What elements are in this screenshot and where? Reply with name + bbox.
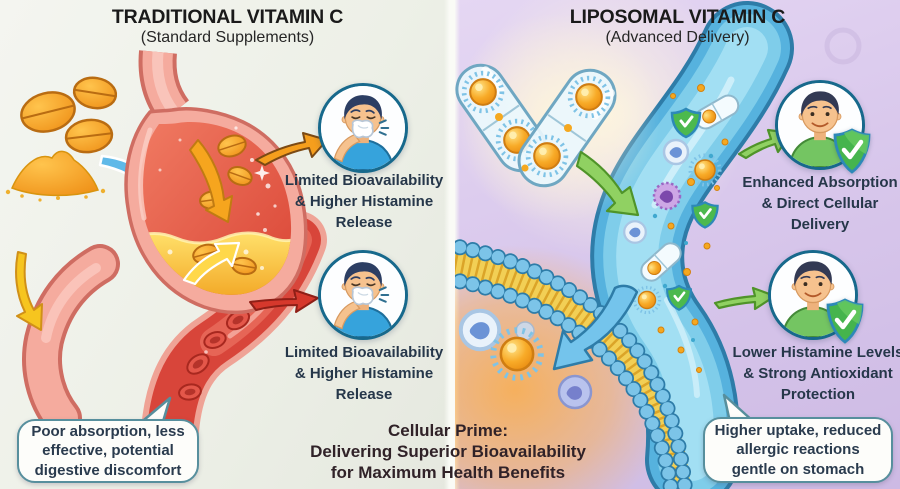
lipid-bilayer-membrane [455,238,693,489]
tablet-in-stomach [217,134,247,158]
decorative-ring [824,27,862,65]
immune-cell-icon [652,181,682,211]
cell-entry-arrow [552,284,639,371]
right-panel-subtitle: (Advanced Delivery) [605,29,750,46]
stomach-mixing-arrow-up [182,241,241,286]
absorption-arrow [575,150,640,217]
capsule-in-vessel [640,242,682,282]
callout-line: & Higher Histamine [294,193,434,210]
callout-label: Limited Bioavailability & Higher Histami… [283,342,445,405]
intestine-tube [22,244,120,438]
speech-bubble-line: gentle on stomach [731,460,865,478]
stomach [124,107,308,315]
red-blood-cell [178,383,202,401]
vessel-contents [623,84,740,373]
stomach-mixing-arrow-down [189,139,233,223]
callout-line: Protection [780,386,856,403]
right-speech-bubble: Higher uptake, reduced allergic reaction… [703,417,893,483]
right-bubble-tail [722,393,755,423]
sparkles [158,126,277,232]
stomach-illustration [5,50,328,459]
red-blood-cell [203,331,227,349]
vitamin-dots [657,84,729,373]
plasma-dots [652,153,714,342]
cell-nucleus-icon [557,374,593,410]
callout-label: Limited Bioavailability & Higher Histami… [283,170,445,233]
delivery-arrow-bottom [713,286,777,311]
callout-line: Enhanced Absorption [742,174,898,191]
cell-interior-contents [461,311,593,410]
callout-icon-limited-bioavailability-2 [318,250,408,340]
footer-line: Delivering Superior Bioavailability [310,442,586,461]
poor-absorption-arrow [15,251,43,331]
left-panel-subtitle: (Standard Supplements) [140,29,315,46]
callout-line: Limited Bioavailability [284,344,444,361]
speech-bubble-line: Higher uptake, reduced [714,421,882,439]
speech-bubble-line: effective, potential [42,442,174,460]
right-panel-title: LIPOSOMAL VITAMIN C [569,6,786,28]
speech-bubble-line: allergic reactions [736,441,860,459]
left-bubble-tail [137,396,172,426]
red-blood-cell [186,353,210,375]
speech-bubble-line: Poor absorption, less [31,422,185,440]
blood-cell-icon [662,138,690,166]
callout-icon-lower-histamine [768,250,864,344]
shield-icon [691,200,719,229]
blood-cell-icon [461,311,499,349]
tablet-in-stomach [227,166,253,186]
vitamin-c-tablets [20,76,118,154]
callout-line: Limited Bioavailability [284,172,444,189]
callout-line: Delivery [790,216,850,233]
callout-label: Enhanced Absorption & Direct Cellular De… [738,172,900,235]
callout-line: & Strong Antioxidant [743,365,893,382]
callout-line: & Direct Cellular [761,195,879,212]
callout-icon-limited-bioavailability-1 [318,83,408,173]
callout-label: Lower Histamine Levels & Strong Antioxid… [731,342,900,405]
footer-line: Cellular Prime: [388,421,508,440]
left-panel-title: TRADITIONAL VITAMIN C [111,6,344,28]
histamine-arrow-bottom [249,289,319,313]
shield-check-icon [826,298,864,344]
histamine-arrow-top [255,132,328,166]
footer-tagline: Cellular Prime: Delivering Superior Bioa… [258,420,638,483]
speech-bubble-line: digestive discomfort [34,461,182,479]
left-speech-bubble: Poor absorption, less effective, potenti… [17,419,199,483]
callout-icon-enhanced-absorption [775,80,871,174]
callout-line: Release [335,214,393,231]
esophagus [138,50,190,124]
vitamin-c-powder [5,150,106,202]
liposomal-illustration [455,1,862,489]
footer-line: for Maximum Health Benefits [330,463,566,482]
shield-check-icon [833,128,871,174]
sneezing-person-icon [321,253,405,337]
sneezing-person-icon [321,86,405,170]
blood-cell-icon [623,220,647,244]
callout-line: Release [335,386,393,403]
callout-line: & Higher Histamine [294,365,434,382]
callout-line: Lower Histamine Levels [732,344,900,361]
liposomal-capsules [455,13,660,223]
bloodstream-vessel [590,1,794,489]
